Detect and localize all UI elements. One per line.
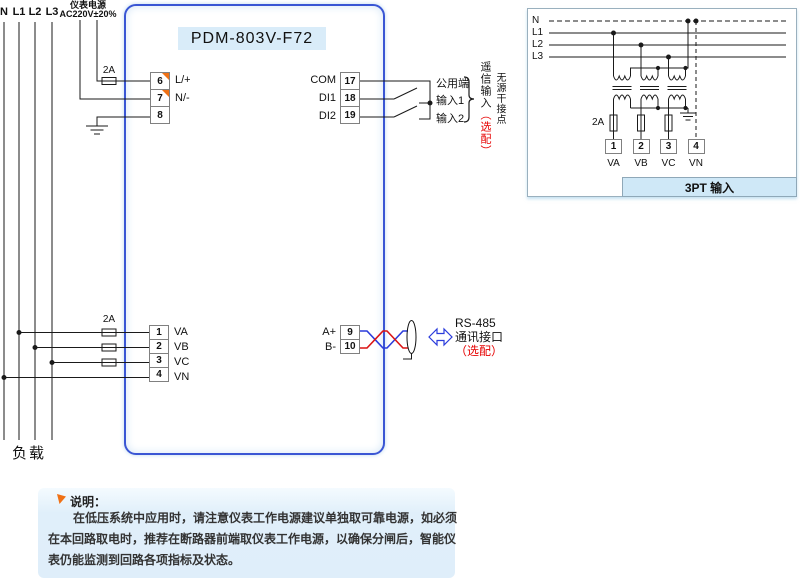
terminal-1: 1 xyxy=(149,325,169,340)
pt-terminal-4: 4 xyxy=(687,139,705,154)
di-group-label-text: 遥信输入 xyxy=(479,61,491,109)
terminal-17-no: 17 xyxy=(344,75,356,87)
terminal-7-no: 7 xyxy=(157,92,163,104)
bus-label-l2: L2 xyxy=(28,6,42,18)
bus-label-l3: L3 xyxy=(45,6,59,18)
note-title: 说明： xyxy=(70,495,107,509)
terminal-6: 6 xyxy=(150,72,170,90)
aux-power-line1: 仪表电源 xyxy=(69,0,106,10)
note-marker-icon xyxy=(57,494,66,504)
terminal-19: 19 xyxy=(340,106,360,124)
bus-label-l1: L1 xyxy=(12,6,26,18)
pt-bus-label-n: N xyxy=(532,15,540,26)
pt-input-box xyxy=(527,8,797,197)
terminal-4-no: 4 xyxy=(156,369,162,380)
terminal-4: 4 xyxy=(149,367,169,382)
di-com-label: COM xyxy=(310,74,336,86)
terminal-6-marker xyxy=(162,73,169,80)
terminal-1-label: VA xyxy=(174,326,188,338)
aux-power-wires xyxy=(79,20,150,135)
terminal-2-label: VB xyxy=(174,341,189,353)
rs485-wires xyxy=(360,320,453,360)
terminal-3-no: 3 xyxy=(156,355,162,366)
di-1-label: DI1 xyxy=(318,92,336,104)
note-box xyxy=(38,488,455,578)
di-common-contact-label: 公用端 xyxy=(436,78,469,90)
pt-terminal-1: 1 xyxy=(605,139,622,154)
device-title: PDM-803V-F72 xyxy=(178,27,326,50)
terminal-7-label: N/- xyxy=(175,92,190,104)
pt-terminal-1-no: 1 xyxy=(610,141,617,152)
terminal-19-no: 19 xyxy=(344,109,356,121)
di-switch-wires xyxy=(360,80,433,120)
terminal-6-label: L/+ xyxy=(175,74,191,86)
terminal-6-no: 6 xyxy=(157,75,163,87)
terminal-8-no: 8 xyxy=(157,109,163,121)
rs485-caption: RS-485 通讯接口 （选配） xyxy=(455,316,503,358)
pt-terminal-4-label: VN xyxy=(689,158,703,169)
di-input1-contact-label: 输入1 xyxy=(436,95,465,107)
di-side-note: 无源干接点 xyxy=(494,72,505,125)
pt-terminal-2-no: 2 xyxy=(638,141,644,152)
note-body: 在低压系统中应用时，请注意仪表工作电源建议单独取可靠电源，如必须 在本回路取电时… xyxy=(48,508,458,571)
double-arrow-icon xyxy=(428,327,453,347)
note-line-2: 在本回路取电时，推荐在断路器前端取仪表工作电源，以确保分闸后，智能仪 xyxy=(48,532,457,546)
note-line-1: 在低压系统中应用时，请注意仪表工作电源建议单独取可靠电源，如必须 xyxy=(73,511,458,525)
aux-fuse-label: 2A xyxy=(102,65,116,76)
di-group-optional: （选配） xyxy=(479,109,491,157)
pt-wiring xyxy=(549,18,786,139)
pt-terminal-3-no: 3 xyxy=(665,141,672,152)
terminal-7: 7 xyxy=(150,89,170,107)
load-label: 负载 xyxy=(12,445,47,462)
terminal-10: 10 xyxy=(340,339,360,354)
pt-terminal-4-no: 4 xyxy=(693,141,699,152)
di-group-label: 遥信输入（选配） xyxy=(479,61,491,157)
bus-label-n: N xyxy=(0,6,8,18)
terminal-9-no: 9 xyxy=(347,327,353,338)
terminal-3-label: VC xyxy=(174,356,190,368)
pt-terminal-3-label: VC xyxy=(661,158,676,169)
rs485-line2: 通讯接口 xyxy=(455,330,504,344)
rs485-b-label: B- xyxy=(325,341,336,353)
terminal-2-no: 2 xyxy=(156,341,162,352)
di-group-brace xyxy=(463,76,475,123)
terminal-9: 9 xyxy=(340,325,360,340)
terminal-2: 2 xyxy=(149,339,169,354)
di-input2-contact-label: 输入2 xyxy=(436,113,465,125)
pt-bus-label-l3: L3 xyxy=(532,51,544,62)
pt-terminal-2-label: VB xyxy=(634,158,648,169)
terminal-7-marker xyxy=(162,90,169,97)
terminal-3: 3 xyxy=(149,353,169,368)
di-2-label: DI2 xyxy=(318,110,336,122)
terminal-4-label: VN xyxy=(174,371,190,383)
pt-caption: 3PT 输入 xyxy=(622,177,797,197)
rs485-optional: （选配） xyxy=(455,344,504,358)
pt-bus-label-l1: L1 xyxy=(532,27,544,38)
rs485-line1: RS-485 xyxy=(455,316,496,330)
terminal-1-no: 1 xyxy=(156,327,162,338)
pt-terminal-3: 3 xyxy=(660,139,677,154)
pt-fuse-label: 2A xyxy=(592,117,605,128)
left-bus-lines xyxy=(3,22,53,440)
terminal-10-no: 10 xyxy=(344,341,356,352)
note-line-3: 表仍能监测到回路各项指标及状态。 xyxy=(48,553,241,567)
aux-power-line2: AC220V±20% xyxy=(59,9,117,19)
rs485-a-label: A+ xyxy=(322,326,336,338)
pt-terminal-2: 2 xyxy=(632,139,650,154)
terminal-17: 17 xyxy=(340,72,360,90)
terminal-18-no: 18 xyxy=(344,92,356,104)
voltage-fuse-label: 2A xyxy=(102,314,116,325)
terminal-8: 8 xyxy=(150,106,170,124)
aux-power-label: 仪表电源 AC220V±20% xyxy=(53,1,123,19)
pt-bus-label-l2: L2 xyxy=(532,39,544,50)
terminal-18: 18 xyxy=(340,89,360,107)
voltage-input-wires xyxy=(1,328,149,380)
pt-terminal-1-label: VA xyxy=(607,158,620,169)
